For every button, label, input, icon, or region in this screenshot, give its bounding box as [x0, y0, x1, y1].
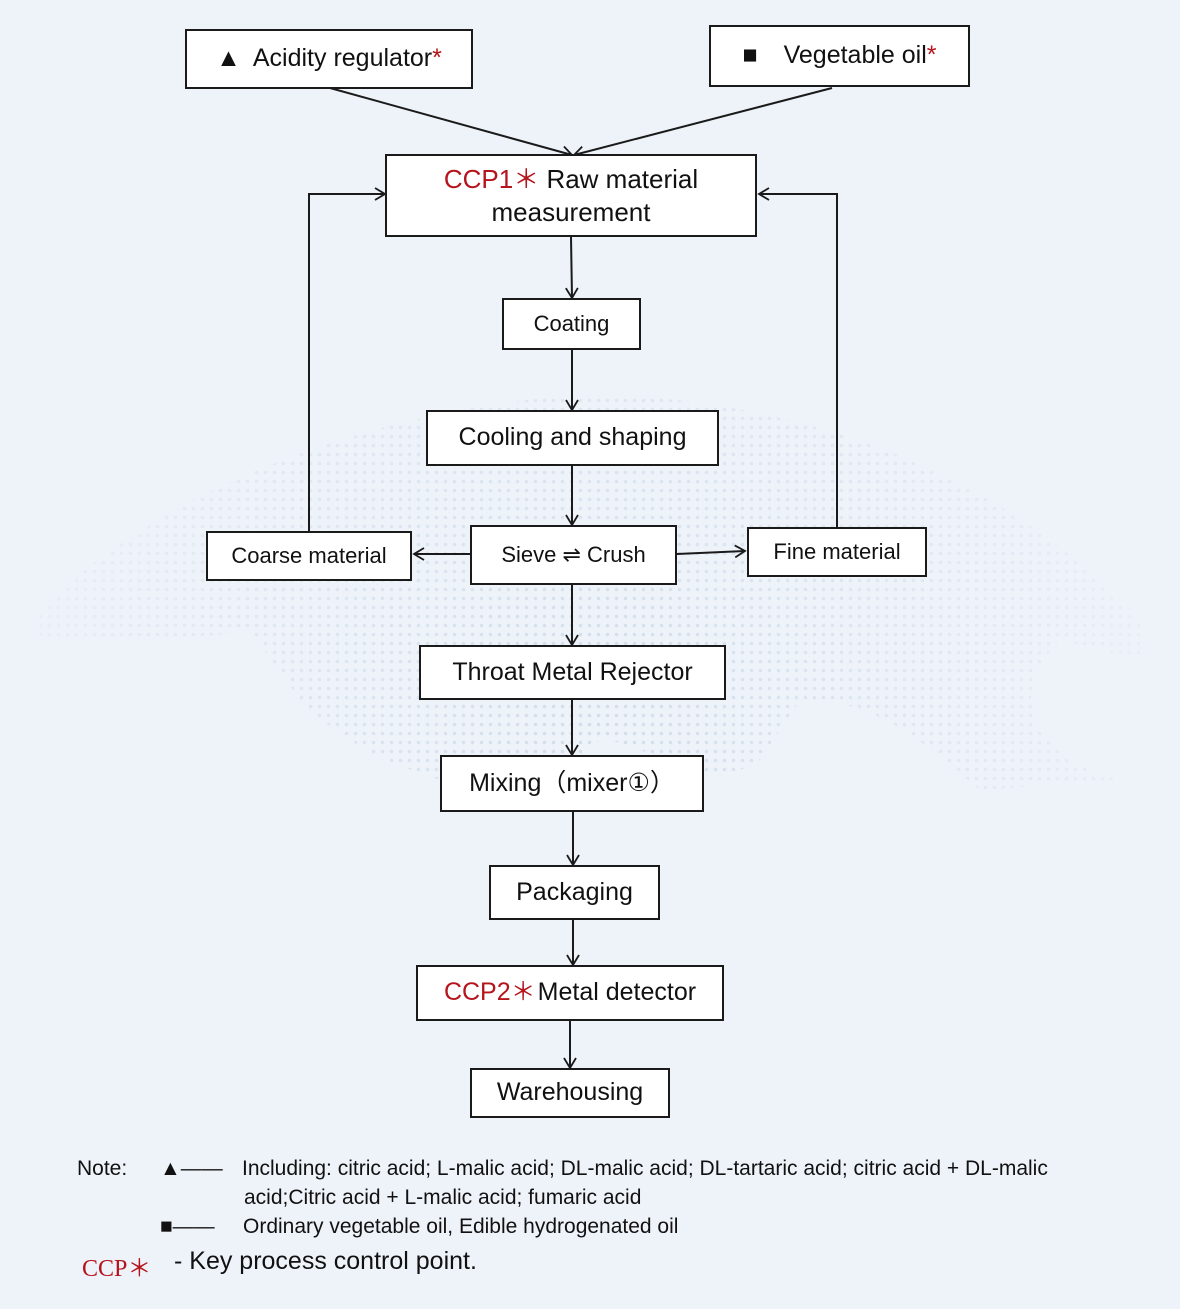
ccp2-star: ＊ [510, 978, 536, 1007]
acidity-regulator-label: Acidity regulator [252, 44, 433, 73]
triangle-icon: ▲ [216, 44, 241, 73]
throat-metal-rejector-box: Throat Metal Rejector [419, 645, 726, 700]
square-icon: ■ [742, 41, 758, 70]
raw-material-line2: measurement [491, 196, 651, 227]
ccp-legend-text: - Key process control point. [174, 1247, 477, 1275]
note-square-text: Ordinary vegetable oil, Edible hydrogena… [243, 1215, 679, 1238]
ccp-legend-label: CCP＊ [82, 1256, 152, 1282]
acidity-regulator-box: ▲ Acidity regulator* [185, 29, 473, 89]
coating-box: Coating [502, 298, 641, 350]
warehousing-box: Warehousing [470, 1068, 670, 1118]
mixing-box: Mixing（mixer①） [440, 755, 704, 812]
ccp1-star: ＊ [513, 164, 540, 194]
note-triangle-text-2: acid;Citric acid + L-malic acid; fumaric… [244, 1186, 642, 1209]
vegetable-oil-label: Vegetable oil [783, 41, 927, 70]
vegetable-oil-box: ■ Vegetable oil* [709, 25, 970, 87]
packaging-box: Packaging [489, 865, 660, 920]
metal-detector-text: Metal detector [537, 978, 697, 1007]
cooling-shaping-box: Cooling and shaping [426, 410, 719, 466]
raw-material-line1: CCP1＊ Raw material [444, 163, 698, 196]
note-triangle-text-1: Including: citric acid; L-malic acid; DL… [242, 1157, 1048, 1180]
note-square-marker: ■—— [160, 1215, 215, 1238]
raw-material-text: Raw material [546, 164, 699, 194]
ccp2-label: CCP2 [443, 978, 511, 1007]
metal-detector-box: CCP2＊ Metal detector [416, 965, 724, 1021]
note-triangle-marker: ▲—— [160, 1157, 223, 1180]
acidity-star: * [432, 44, 442, 73]
note-label: Note: [77, 1157, 128, 1180]
fine-material-box: Fine material [747, 527, 927, 577]
coarse-material-box: Coarse material [206, 531, 412, 581]
raw-material-measurement-box: CCP1＊ Raw material measurement [385, 154, 757, 237]
sieve-crush-box: Sieve ⇌ Crush [470, 525, 677, 585]
vegetable-oil-star: * [926, 41, 937, 70]
ccp1-label: CCP1 [443, 164, 514, 194]
